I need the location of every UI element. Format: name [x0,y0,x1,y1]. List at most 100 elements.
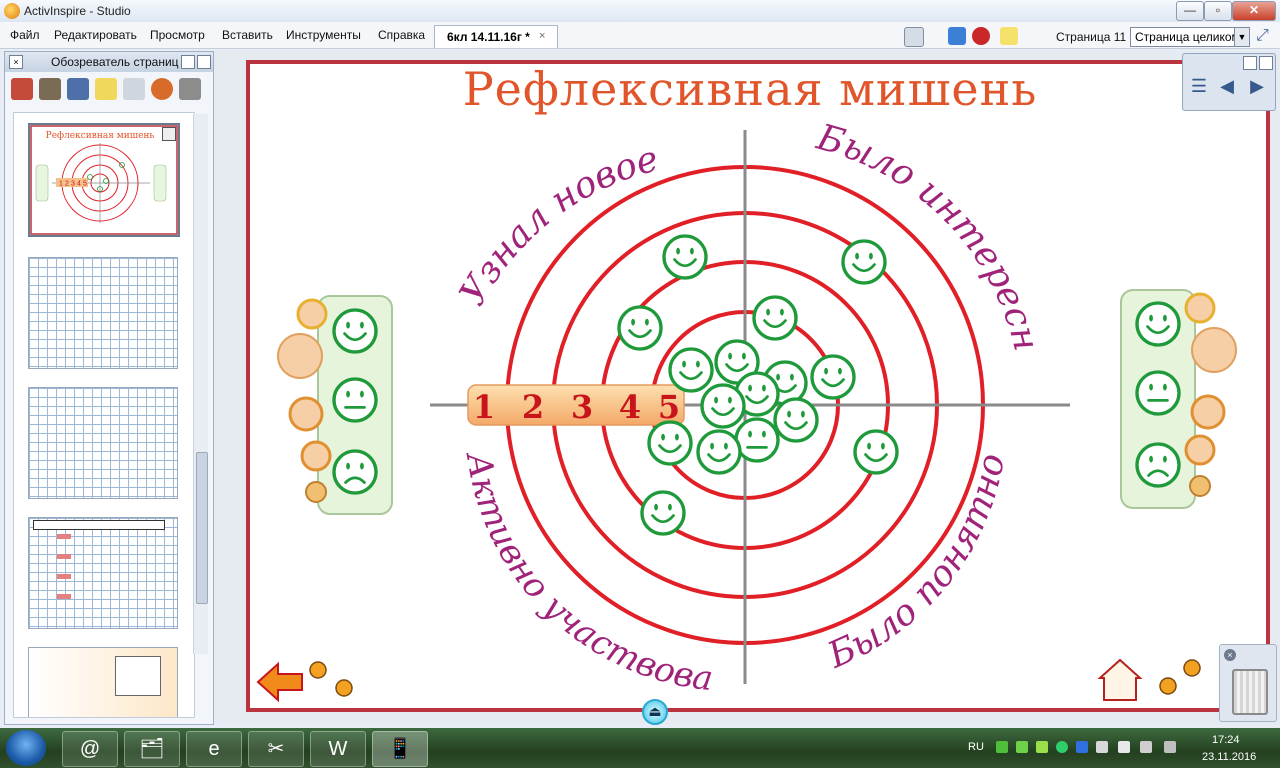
page-thumbnail[interactable] [28,647,178,717]
thumbnail-number-5: 5 [83,181,87,188]
smiley-marker-icon [734,417,780,463]
thumbnail-bar [57,574,71,579]
document-tab[interactable]: 6кл 14.11.16г * × [434,25,558,48]
taskbar-activinspire-button[interactable]: 📱 [372,731,428,767]
pages-icon[interactable] [11,78,33,100]
menu-insert[interactable]: Вставить [222,28,273,42]
language-indicator[interactable]: RU [968,741,984,753]
page-browser-title: Обозреватель страниц [51,55,179,69]
collapse-toolbox-icon[interactable]: ⏏ [642,699,668,725]
sad-face-icon [332,449,378,495]
page-title: Рефлексивная мишень [462,62,1038,116]
child-figure-icon [1190,394,1226,430]
tray-m-icon[interactable] [1076,741,1088,753]
page-thumbnail[interactable] [28,387,178,499]
smiley-marker-icon [773,397,819,443]
menu-file[interactable]: Файл [10,28,40,42]
volume-icon[interactable] [1096,741,1108,753]
child-figure-icon [277,333,323,379]
network-icon[interactable] [1164,741,1176,753]
page-browser-header: × Обозреватель страниц [5,52,213,72]
menu-help[interactable]: Справка [378,28,426,42]
toolbar-menu-icon[interactable] [1259,56,1273,70]
tray-check-icon[interactable] [996,741,1008,753]
snowflake-icon[interactable] [948,27,966,45]
actions-icon[interactable] [151,78,173,100]
objects-icon[interactable] [67,78,89,100]
power-icon[interactable] [1140,741,1152,753]
minimize-button[interactable]: — [1176,1,1204,21]
child-figure-icon [296,298,328,330]
thumbnail-preview: Рефлексивная мишень 1 2 3 4 5 [30,125,178,235]
smiley-marker-icon [841,239,887,285]
happy-face-icon [1135,301,1181,347]
neutral-face-icon [332,377,378,423]
browser-pin-icon[interactable] [181,55,195,69]
smiley-marker-icon [640,490,686,536]
page-thumbnail[interactable] [28,257,178,369]
menu-edit[interactable]: Редактировать [54,28,137,42]
smiley-marker-icon [696,429,742,475]
clock-time[interactable]: 17:24 [1212,734,1240,746]
page-thumbnails: Рефлексивная мишень 1 2 3 4 5 [13,112,195,718]
taskbar-word-button[interactable]: W [310,731,366,767]
page-list-icon[interactable]: ☰ [1190,76,1208,96]
flag-icon[interactable] [1118,741,1130,753]
chevron-down-icon[interactable]: ▼ [1234,28,1249,46]
home-icon[interactable] [1097,658,1143,701]
start-button[interactable] [6,730,46,766]
connections-icon[interactable] [179,78,201,100]
trash-close-icon[interactable]: × [1224,649,1236,661]
document-tab-close-icon[interactable]: × [539,30,546,42]
maximize-button[interactable]: ▫ [1204,1,1232,21]
tray-chat-icon[interactable] [1056,741,1068,753]
page-notes-icon[interactable] [904,27,924,47]
clock-date[interactable]: 23.11.2016 [1202,751,1257,763]
target-diagram: Узнал новое Было интересно Активно участ… [250,64,1237,703]
tray-sync-icon[interactable] [1016,741,1028,753]
previous-page-icon[interactable]: ◀ [1220,76,1234,96]
paw-icon [1159,677,1177,695]
child-figure-icon [300,440,332,472]
tray-app-icon[interactable] [1036,741,1048,753]
taskbar-paint-button[interactable]: ✂ [248,731,304,767]
toolbar-pin-icon[interactable] [1243,56,1257,70]
page-thumbnail-selected[interactable]: Рефлексивная мишень 1 2 3 4 5 [28,123,180,237]
back-arrow-icon[interactable] [256,661,303,703]
thumbnail-number-1: 1 [59,181,63,188]
sticky-note-icon[interactable] [1000,27,1018,45]
smiley-marker-icon [662,234,708,280]
right-panel-faces [1135,301,1181,488]
no-entry-icon[interactable] [972,27,990,45]
thumbnail-bar [57,534,71,539]
thumbnail-bar [57,554,71,559]
paw-icon [309,661,327,679]
zoom-select-value: Страница целиком [1135,30,1240,44]
scale-number-4: 4 [619,388,641,426]
close-button[interactable]: ✕ [1232,1,1276,21]
trash-bin-icon[interactable] [1232,669,1268,715]
next-page-icon[interactable]: ▶ [1250,76,1264,96]
taskbar-mail-agent-button[interactable]: @ [62,731,118,767]
trash-panel[interactable]: × [1219,644,1277,722]
scale-bar [467,384,685,426]
expand-icon[interactable]: ⤢ [1256,27,1269,44]
scrollbar-thumb[interactable] [196,452,208,604]
taskbar-ie-button[interactable]: e [186,731,242,767]
resources-icon[interactable] [39,78,61,100]
smiley-markers [617,234,899,536]
smiley-marker-icon [617,305,663,351]
menu-tools[interactable]: Инструменты [286,28,361,42]
thumbnail-heading-box [33,520,165,530]
thumbnail-scrollbar[interactable] [193,114,208,654]
properties-icon[interactable] [123,78,145,100]
taskbar-explorer-button[interactable]: 🗂 [124,731,180,767]
notes-icon[interactable] [95,78,117,100]
browser-close-icon[interactable]: × [9,55,23,69]
page-thumbnail[interactable] [28,517,178,629]
smiley-marker-icon [714,339,760,385]
browser-menu-icon[interactable] [197,55,211,69]
zoom-select[interactable]: Страница целиком ▼ [1130,27,1250,47]
paw-icon [1183,659,1201,677]
menu-view[interactable]: Просмотр [150,28,205,42]
